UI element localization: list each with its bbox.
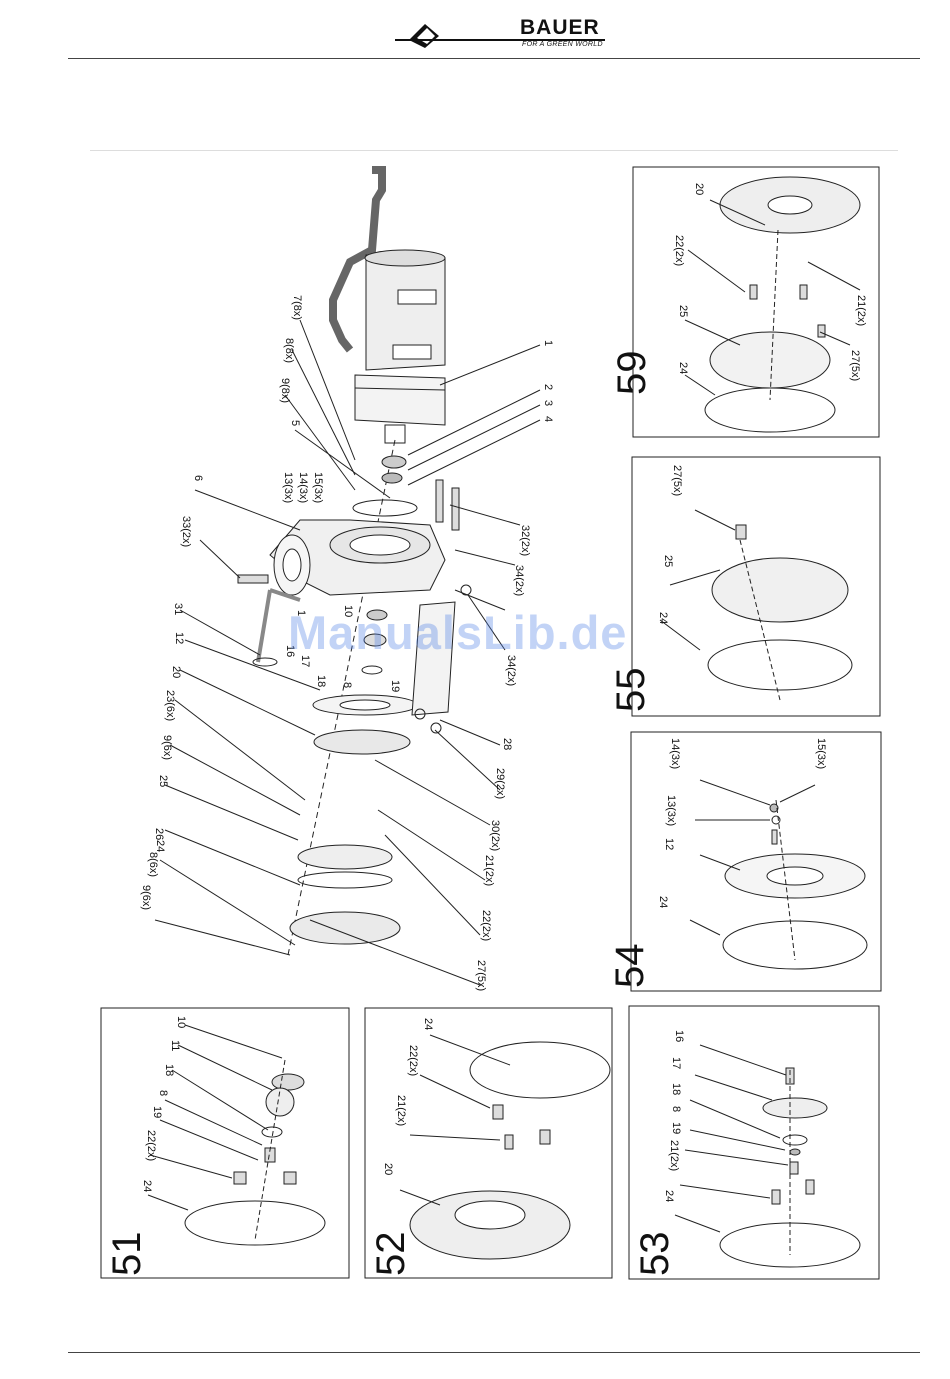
footer-rule xyxy=(68,1352,920,1353)
label-31: 31 xyxy=(172,603,184,615)
p54-label-24: 24 xyxy=(657,896,669,908)
label-8-6x: 8(6x) xyxy=(147,852,159,877)
label-9-6x-b: 9(6x) xyxy=(140,885,152,910)
label-4: 4 xyxy=(542,416,554,422)
p51-label-8: 8 xyxy=(157,1090,169,1096)
label-23: 23(6x) xyxy=(164,690,176,721)
label-7: 7(8x) xyxy=(291,295,303,320)
label-29: 29(2x) xyxy=(494,768,506,799)
p59-label-20: 20 xyxy=(693,183,705,195)
label-20: 20 xyxy=(170,666,182,678)
label-17: 17 xyxy=(299,655,311,667)
p53-label-19: 19 xyxy=(670,1122,682,1134)
panel-53-number: 53 xyxy=(633,1232,677,1277)
p54-label-15: 15(3x) xyxy=(815,738,827,769)
label-18: 18 xyxy=(315,675,327,687)
panel-55-number: 55 xyxy=(609,668,653,713)
label-32: 32(2x) xyxy=(519,525,531,556)
label-8: 8(8x) xyxy=(283,338,295,363)
label-16: 16 xyxy=(284,645,296,657)
p51-label-10: 10 xyxy=(175,1016,187,1028)
panel-52-number: 52 xyxy=(369,1232,413,1277)
panel-52-frame xyxy=(364,1007,613,1279)
label-33: 33(2x) xyxy=(180,516,192,547)
label-13: 13(3x) xyxy=(282,472,294,503)
impeller xyxy=(313,729,411,755)
label-2: 2 xyxy=(542,384,554,390)
p55-label-24: 24 xyxy=(657,612,669,624)
label-30: 30(2x) xyxy=(489,820,501,851)
panel-51-frame xyxy=(100,1007,350,1279)
bauer-logo-icon xyxy=(395,24,605,48)
p52-label-20: 20 xyxy=(382,1163,394,1175)
label-26: 26 xyxy=(153,828,165,840)
label-34a: 34(2x) xyxy=(513,565,525,596)
label-22: 22(2x) xyxy=(480,910,492,941)
label-12: 12 xyxy=(173,632,185,644)
label-8b: 8 xyxy=(341,682,353,688)
p59-label-24: 24 xyxy=(677,362,689,374)
p59-label-21: 21(2x) xyxy=(855,295,867,326)
panel-59-number: 59 xyxy=(610,351,654,396)
p59-label-27: 27(5x) xyxy=(849,350,861,381)
label-9: 9(8x) xyxy=(279,378,291,403)
p54-label-12: 12 xyxy=(663,838,675,850)
label-10: 10 xyxy=(342,605,354,617)
label-1: 1 xyxy=(542,340,554,346)
label-25: 25 xyxy=(157,775,169,787)
label-14: 14(3x) xyxy=(297,472,309,503)
p55-label-25: 25 xyxy=(662,555,674,567)
label-28: 28 xyxy=(501,738,513,750)
p55-label-27: 27(5x) xyxy=(671,465,683,496)
header-rule xyxy=(68,58,920,59)
p53-label-24: 24 xyxy=(663,1190,675,1202)
p53-label-8: 8 xyxy=(670,1106,682,1112)
p51-label-11: 11 xyxy=(169,1040,181,1051)
brand-slogan: FOR A GREEN WORLD xyxy=(522,41,603,48)
label-6: 6 xyxy=(192,475,204,481)
p59-label-25: 25 xyxy=(677,305,689,317)
pump-cover xyxy=(289,911,401,945)
label-9-6x-a: 9(6x) xyxy=(161,735,173,760)
label-21: 21(2x) xyxy=(483,855,495,886)
section-rule xyxy=(90,150,898,151)
p53-label-18: 18 xyxy=(670,1083,682,1095)
panel-55-frame xyxy=(631,456,881,717)
p53-label-17: 17 xyxy=(670,1057,682,1069)
label-24: 24 xyxy=(154,840,166,852)
p59-label-22: 22(2x) xyxy=(673,235,685,266)
p52-label-22: 22(2x) xyxy=(407,1045,419,1076)
p53-label-16: 16 xyxy=(673,1030,685,1042)
label-27: 27(5x) xyxy=(475,960,487,991)
label-15: 15(3x) xyxy=(312,472,324,503)
brand-name: BAUER xyxy=(520,16,600,39)
label-11: 1 xyxy=(295,610,307,616)
p51-label-24: 24 xyxy=(141,1180,153,1192)
panel-53-frame xyxy=(628,1005,880,1280)
label-5: 5 xyxy=(289,420,301,426)
p53-label-21: 21(2x) xyxy=(668,1140,680,1171)
panel-54-frame xyxy=(630,731,882,992)
watermark: ManualsLib.de xyxy=(288,606,628,659)
p52-label-21: 21(2x) xyxy=(395,1095,407,1126)
panel-54-number: 54 xyxy=(608,944,652,989)
panel-59-frame xyxy=(632,166,880,438)
label-34b: 34(2x) xyxy=(505,655,517,686)
p51-label-22: 22(2x) xyxy=(145,1130,157,1161)
p52-label-24: 24 xyxy=(422,1018,434,1030)
p51-label-18: 18 xyxy=(163,1064,175,1076)
p54-label-13: 13(3x) xyxy=(665,795,677,826)
base-frame xyxy=(411,601,456,716)
panel-51-number: 51 xyxy=(105,1232,149,1277)
p54-label-14: 14(3x) xyxy=(669,738,681,769)
label-19: 19 xyxy=(389,680,401,692)
p51-label-19: 19 xyxy=(151,1106,163,1118)
label-3: 3 xyxy=(542,400,554,406)
